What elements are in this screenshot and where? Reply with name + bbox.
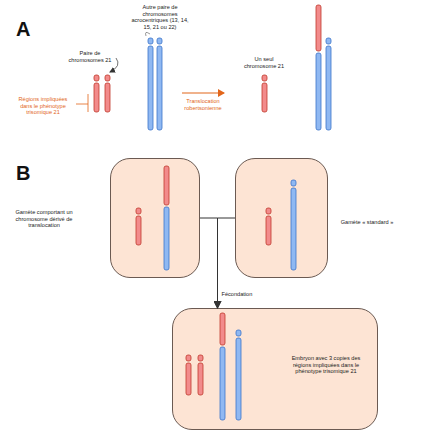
- cell-box: Gamète comportant un chromosome dérivé d…: [110, 158, 200, 278]
- cell-caption: Gamète comportant un chromosome dérivé d…: [13, 209, 75, 229]
- panel-letter: A: [16, 18, 46, 40]
- chromosome-label: Paire de chromosomes 21: [66, 50, 114, 63]
- region-label: Régions impliquées dans le phénotype tri…: [16, 96, 70, 116]
- fertilization-arrow: [200, 218, 218, 308]
- chromosome-label: Autre paire de chromosomes acrocentrique…: [130, 4, 190, 30]
- process-label: Translocation robertsonienne: [178, 98, 228, 111]
- cell-caption: Gamète « standard »: [337, 219, 397, 226]
- cell-box: Embryon avec 3 copies des régions impliq…: [172, 308, 378, 430]
- cell-box: Gamète « standard »: [235, 158, 328, 278]
- cell-caption: Embryon avec 3 copies des régions impliq…: [283, 355, 369, 375]
- panel-letter: B: [16, 162, 46, 184]
- chromosome-label: Un seul chromosome 21: [240, 56, 288, 69]
- edge-label: Fécondation: [222, 291, 253, 298]
